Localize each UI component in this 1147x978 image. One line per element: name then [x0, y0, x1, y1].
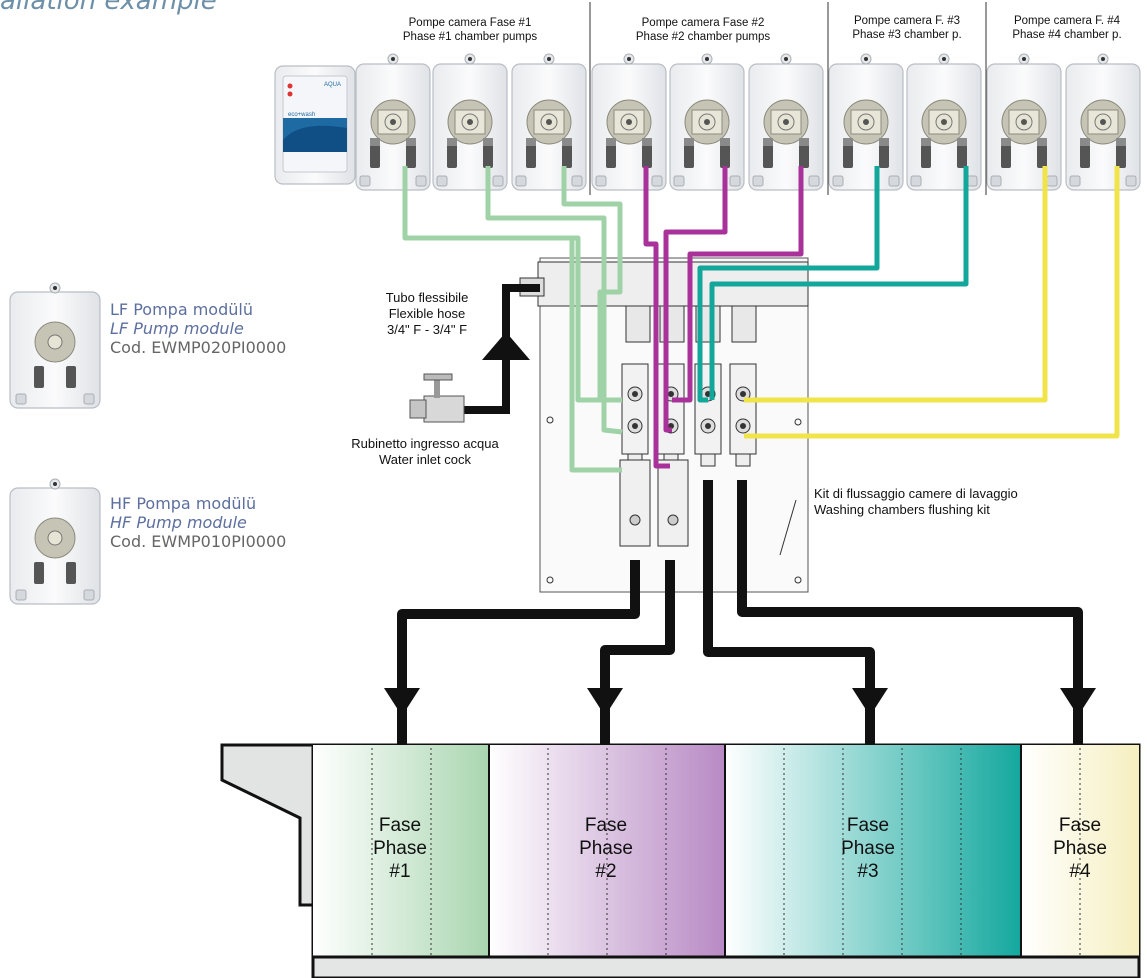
phase-2-label: Fase Phase #2	[546, 814, 666, 883]
pump-module-9	[986, 53, 1062, 191]
pump-module-4	[591, 53, 667, 191]
pump-group-1-label-en: Phase #1 chamber pumps	[402, 31, 538, 43]
phase-2-label-en: Phase	[579, 838, 633, 859]
pump-module-10	[1065, 53, 1141, 191]
phase-1-label-en: Phase	[373, 838, 427, 859]
page-title: allation example	[0, 0, 217, 16]
controller-brand-text: AQUA	[324, 82, 341, 88]
pump-module-row	[355, 53, 1141, 191]
phase2-chamber	[489, 745, 725, 957]
hf-legend-name: HF Pompa modülü	[110, 494, 257, 513]
inlet-caption: Rubinetto ingresso acqua Water inlet coc…	[330, 436, 520, 468]
inlet-arrow-icon	[482, 332, 530, 360]
inlet-caption-it: Rubinetto ingresso acqua	[351, 436, 499, 451]
pump-module-3	[511, 53, 587, 191]
hose-caption-size: 3/4" F - 3/4" F	[386, 322, 468, 337]
lf-legend-code: Cod. EWMP020PI0000	[110, 338, 287, 357]
hf-legend-code: Cod. EWMP010PI0000	[110, 532, 287, 551]
pump-group-3-label-it: Pompe camera F. #3	[853, 15, 961, 27]
lf-legend-name-en: LF Pump module	[110, 319, 244, 338]
phase-1-label: Fase Phase #1	[340, 814, 460, 883]
lf-legend: LF Pompa modülü LF Pump module Cod. EWMP…	[110, 300, 310, 357]
washing-machine	[220, 743, 1141, 978]
phase-3-label-en: Phase	[841, 838, 895, 859]
phase1-chamber	[313, 745, 489, 957]
pump-module-8	[906, 53, 982, 191]
pump-module-6	[748, 53, 824, 191]
hf-legend-name-en: HF Pump module	[110, 513, 247, 532]
flushing-kit-panel	[519, 257, 809, 593]
kit-caption-en: Washing chambers flushing kit	[814, 502, 990, 517]
controller-module: AQUA eco+wash	[274, 65, 356, 185]
pump-group-2-label-it: Pompe camera Fase #2	[641, 17, 765, 29]
pump-module-1	[355, 53, 431, 191]
kit-caption-it: Kit di flussaggio camere di lavaggio	[814, 486, 1018, 501]
phase-4-label: Fase Phase #4	[1020, 814, 1140, 883]
phase-4-label-it: Fase	[1058, 815, 1102, 836]
pump-module-7	[828, 53, 904, 191]
inlet-caption-en: Water inlet cock	[379, 452, 471, 467]
hf-legend: HF Pompa modülü HF Pump module Cod. EWMP…	[110, 494, 310, 551]
output-arrow-icons	[384, 688, 1096, 716]
phase4-chamber	[1021, 745, 1139, 957]
pump-module-5	[669, 53, 745, 191]
phase-3-label-it: Fase	[846, 815, 890, 836]
hose-caption-it: Tubo flessibile	[385, 290, 469, 305]
phase3-chamber	[725, 745, 1021, 957]
phase-1-label-it: Fase	[378, 815, 422, 836]
controller-label-text: eco+wash	[288, 112, 315, 118]
pump-group-3-label-en: Phase #3 chamber p.	[852, 29, 962, 41]
pump-group-1-caption: Pompe camera Fase #1 Phase #1 chamber pu…	[380, 16, 560, 44]
phase-4-number: #4	[1069, 861, 1091, 882]
phase-2-number: #2	[595, 861, 617, 882]
phase-2-label-it: Fase	[584, 815, 628, 836]
pump-module-2	[432, 53, 508, 191]
lf-pump-module-image	[9, 282, 101, 409]
pump-group-3-caption: Pompe camera F. #3 Phase #3 chamber p.	[832, 14, 982, 42]
phase-3-number: #3	[857, 861, 879, 882]
pump-group-4-label-it: Pompe camera F. #4	[1013, 15, 1121, 27]
output-hoses	[397, 480, 1083, 745]
pump-group-2-label-en: Phase #2 chamber pumps	[635, 31, 771, 43]
phase-1-number: #1	[389, 861, 411, 882]
hose-caption-en: Flexible hose	[388, 306, 466, 321]
pump-group-1-label-it: Pompe camera Fase #1	[408, 17, 532, 29]
water-inlet-cock	[409, 373, 465, 423]
kit-caption: Kit di flussaggio camere di lavaggio Was…	[814, 486, 1094, 518]
lf-legend-name: LF Pompa modülü	[110, 300, 253, 319]
pump-group-4-label-en: Phase #4 chamber p.	[1012, 29, 1122, 41]
phase-3-label: Fase Phase #3	[808, 814, 928, 883]
phase3-tubes	[697, 166, 969, 403]
group-separators	[589, 2, 987, 195]
hose-caption: Tubo flessibile Flexible hose 3/4" F - 3…	[362, 290, 492, 338]
phase4-tubes	[744, 166, 1120, 439]
pump-group-2-caption: Pompe camera Fase #2 Phase #2 chamber pu…	[608, 16, 798, 44]
hf-pump-module-image	[9, 478, 101, 605]
phase-4-label-en: Phase	[1053, 838, 1107, 859]
phase1-tubes	[402, 166, 623, 473]
phase2-tubes	[643, 166, 804, 469]
pump-group-4-caption: Pompe camera F. #4 Phase #4 chamber p.	[992, 14, 1142, 42]
